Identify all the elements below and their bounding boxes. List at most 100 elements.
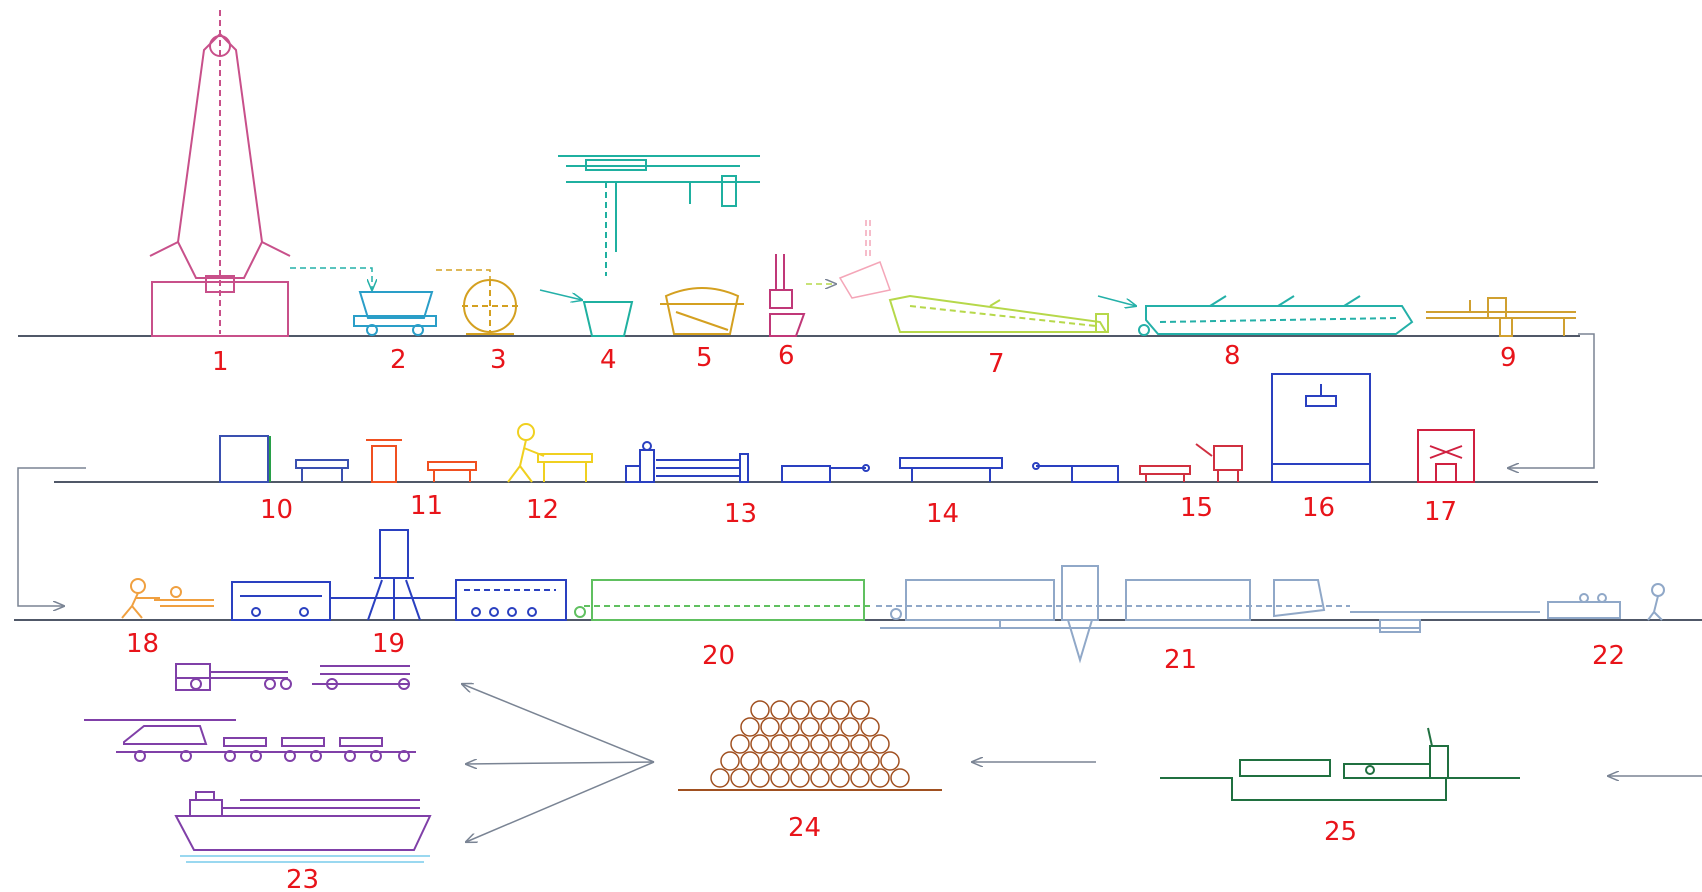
station-label-11: 11 (410, 491, 443, 521)
coating-line-icon (232, 530, 566, 620)
pipe-end-circle (891, 769, 909, 787)
flow-arrow-to-trucks (462, 684, 654, 762)
station-label-19: 19 (372, 629, 405, 659)
hot-metal-car-icon (354, 292, 436, 335)
cutting-station-icon (366, 440, 476, 482)
pipe-end-circle (851, 701, 869, 719)
pipe-end-circle (811, 735, 829, 753)
converter-with-crane-icon (558, 156, 760, 336)
flow-arrow-to-train (466, 762, 654, 764)
pipe-end-circle (821, 752, 839, 770)
flow-arrow-1-2 (290, 268, 372, 290)
pipe-end-circle (801, 752, 819, 770)
hydrotest-station-icon (220, 436, 348, 482)
rolling-mill-icon (890, 296, 1108, 332)
pipe-end-circle (831, 701, 849, 719)
reheating-furnace-icon (1139, 296, 1412, 335)
truck-transport-icon (176, 664, 410, 690)
ladle-icon (660, 288, 744, 334)
station-label-17: 17 (1424, 497, 1457, 527)
station-label-9: 9 (1500, 343, 1517, 373)
blast-furnace-icon (150, 10, 290, 336)
station-label-12: 12 (526, 495, 559, 525)
pipe-end-circle (791, 735, 809, 753)
flow-arrow-row1-row2 (1508, 334, 1594, 468)
flow-arrow-3-4 (540, 290, 582, 300)
station-label-10: 10 (260, 495, 293, 525)
pipe-end-circle (721, 752, 739, 770)
pipe-end-circle (861, 752, 879, 770)
pipe-end-circle (741, 718, 759, 736)
pipe-end-circle (781, 718, 799, 736)
loading-dock-icon (1160, 728, 1520, 800)
pipe-end-circle (771, 735, 789, 753)
pipe-end-circle (761, 718, 779, 736)
packing-machine-icon (1418, 430, 1474, 482)
station-label-23: 23 (286, 865, 319, 892)
mixer-icon (462, 280, 518, 334)
flow-arrow-7-8 (1098, 296, 1136, 306)
ingot-mold-icon (770, 254, 804, 336)
pipe-end-circle (851, 769, 869, 787)
flow-arrow-row2-row3 (18, 468, 86, 606)
pipe-end-circle (871, 769, 889, 787)
pipe-end-circle (841, 718, 859, 736)
station-label-13: 13 (724, 499, 757, 529)
pipe-end-circle (811, 701, 829, 719)
pipe-end-circle (851, 735, 869, 753)
straightening-machine-icon (626, 442, 869, 482)
flow-arrow-2-3 (436, 270, 490, 282)
pipe-end-circle (751, 701, 769, 719)
station-label-22: 22 (1592, 641, 1625, 671)
cooling-bed-icon (575, 580, 870, 620)
pipe-end-circle (781, 752, 799, 770)
pipe-end-circle (771, 769, 789, 787)
ship-transport-icon (176, 792, 430, 850)
pipe-end-circle (751, 769, 769, 787)
marking-station-icon (1140, 444, 1242, 482)
pipe-end-circle (811, 769, 829, 787)
pipe-end-circle (771, 701, 789, 719)
pipe-end-circle (761, 752, 779, 770)
inspection-table-icon (900, 458, 1118, 482)
pipe-end-circle (711, 769, 729, 787)
shipping-table-icon (1350, 584, 1664, 620)
station-label-8: 8 (1224, 341, 1241, 371)
loader-worker-icon (122, 579, 214, 618)
pipe-end-circle (731, 769, 749, 787)
pipe-end-circle (871, 735, 889, 753)
pipe-end-circle (841, 752, 859, 770)
pipe-end-circle (751, 735, 769, 753)
pipe-end-circle (791, 701, 809, 719)
station-label-4: 4 (600, 345, 617, 375)
water-lines-icon (180, 856, 430, 862)
station-label-1: 1 (212, 347, 229, 377)
station-label-18: 18 (126, 629, 159, 659)
finishing-line-icon (876, 566, 1420, 660)
station-label-15: 15 (1180, 493, 1213, 523)
inspector-worker-icon (508, 424, 592, 482)
station-label-24: 24 (788, 813, 821, 843)
piercing-mill-icon (1426, 298, 1576, 336)
station-label-21: 21 (1164, 645, 1197, 675)
pipe-end-circle (821, 718, 839, 736)
hydraulic-press-icon (1272, 374, 1370, 482)
pipe-end-circle (731, 735, 749, 753)
pipe-end-circle (861, 718, 879, 736)
pipe-end-circle (831, 769, 849, 787)
pipe-end-circle (831, 735, 849, 753)
lifting-hook-icon (840, 220, 890, 298)
pipe-stack-icon (678, 701, 942, 790)
pipe-end-circle (791, 769, 809, 787)
pipe-end-circle (801, 718, 819, 736)
station-label-25: 25 (1324, 817, 1357, 847)
station-label-3: 3 (490, 345, 507, 375)
station-label-20: 20 (702, 641, 735, 671)
station-label-2: 2 (390, 345, 407, 375)
station-label-16: 16 (1302, 493, 1335, 523)
pipe-end-circle (741, 752, 759, 770)
station-label-6: 6 (778, 341, 795, 371)
pipe-end-circle (881, 752, 899, 770)
flow-arrow-to-ship (466, 762, 654, 842)
